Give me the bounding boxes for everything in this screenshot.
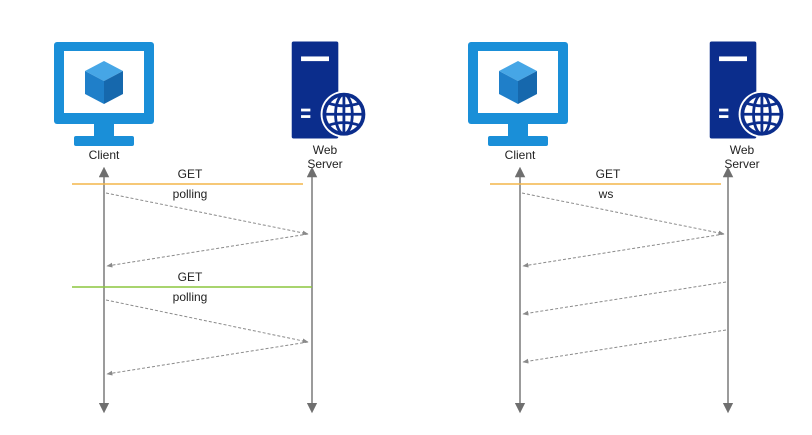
server-label-line1: Web [313,143,338,157]
polling-diagram: Client Web Server GET polling GET pollin… [54,40,370,414]
server-label-line1: Web [730,143,755,157]
client-label: Client [89,148,120,162]
client-monitor-icon [54,42,154,146]
request-type-label: polling [173,290,208,304]
dashed-arrow-to-client [522,233,725,268]
websocket-diagram: Client Web Server GET ws [468,40,788,414]
server-label-line2: Server [724,157,759,171]
dashed-arrow-to-server [105,299,309,344]
dashed-arrow-to-server [105,192,309,236]
dashed-arrow-to-client [106,341,309,376]
server-label-line2: Server [307,157,342,171]
dashed-arrow-to-server [521,192,725,236]
request-method-label: GET [596,167,621,181]
request-method-label: GET [178,167,203,181]
web-server-globe-icon [707,40,788,140]
request-method-label: GET [178,270,203,284]
dashed-arrow-to-client [106,233,309,268]
dashed-arrow-to-client [522,329,727,364]
web-server-globe-icon [289,40,370,140]
client-label: Client [505,148,536,162]
request-type-label: polling [173,187,208,201]
dashed-arrow-to-client [522,281,727,316]
request-type-label: ws [598,187,614,201]
client-monitor-icon [468,42,568,146]
